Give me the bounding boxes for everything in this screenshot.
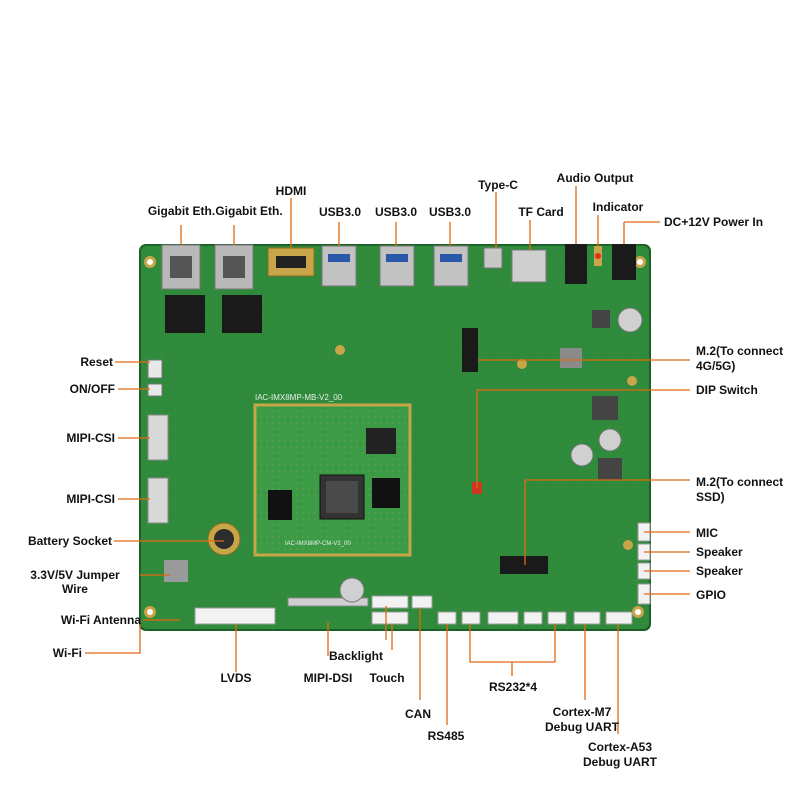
usb-port-2 xyxy=(379,245,415,287)
label-speaker-1: Speaker xyxy=(696,545,743,559)
label-mipi-csi-1: MIPI-CSI xyxy=(66,431,115,445)
onoff-button xyxy=(147,383,163,397)
label-cortex-a53-line-1: Cortex-A53 xyxy=(587,740,653,754)
label-usb-2: USB3.0 xyxy=(374,205,418,219)
som-silkscreen: IAC-IMX8MP-CM-V2_00 xyxy=(285,541,351,547)
label-can: CAN xyxy=(405,707,431,721)
pmic-chip xyxy=(366,428,396,454)
label-gpio: GPIO xyxy=(696,588,727,602)
indicator-led xyxy=(594,246,602,266)
m2-slot-4g5g xyxy=(462,328,478,372)
label-battery-socket: Battery Socket xyxy=(27,534,112,548)
tf-card-slot xyxy=(511,249,547,283)
board-silkscreen: IAC-IMX8MP-MB-V2_00 xyxy=(255,393,343,402)
audio-jack xyxy=(565,244,587,284)
hdmi-port xyxy=(267,247,315,277)
label-jumper-line-1: 3.3V/5V Jumper xyxy=(30,568,120,582)
reset-button xyxy=(147,359,163,379)
mipi-csi-connector-1 xyxy=(147,414,169,461)
label-wifi-antenna: Wi-Fi Antenna xyxy=(60,613,141,627)
label-usb-1: USB3.0 xyxy=(318,205,362,219)
jumper-wire xyxy=(164,560,188,582)
label-tf-card: TF Card xyxy=(518,205,564,219)
label-gigabit-eth-1: Gigabit Eth. xyxy=(147,204,216,218)
label-usb-3: USB3.0 xyxy=(428,205,472,219)
type-c-port xyxy=(483,247,503,269)
label-gigabit-eth-2: Gigabit Eth. xyxy=(215,204,283,218)
rs232-connector-2 xyxy=(487,611,519,625)
label-indicator: Indicator xyxy=(592,200,644,214)
can-connector xyxy=(411,595,433,609)
label-speaker-2: Speaker xyxy=(696,564,743,578)
label-dc-power: DC+12V Power In xyxy=(664,215,764,229)
label-cortex-m7-line-2: Debug UART xyxy=(545,720,619,734)
som-module: IAC-IMX8MP-CM-V2_00 xyxy=(253,403,412,557)
mipi-csi-connector-2 xyxy=(147,477,169,524)
label-rs232: RS232*4 xyxy=(488,680,538,694)
magnetics-2 xyxy=(222,295,262,333)
cortex-m7-uart-connector xyxy=(573,611,601,625)
label-m2-ssd-line-1: M.2(To connect xyxy=(696,475,784,489)
dc-jack xyxy=(612,244,636,280)
label-dip-switch: DIP Switch xyxy=(696,383,758,397)
callout-lines xyxy=(85,186,690,734)
rs232-connector-4 xyxy=(547,611,567,625)
rs232-connector-3 xyxy=(523,611,543,625)
label-cortex-m7-line-1: Cortex-M7 xyxy=(552,705,612,719)
label-hdmi: HDMI xyxy=(275,184,307,198)
label-jumper-line-2: Wire xyxy=(62,582,88,596)
mipi-dsi-connector xyxy=(287,597,369,607)
label-type-c: Type-C xyxy=(478,178,518,192)
label-m2-4g5g-line-2: 4G/5G) xyxy=(696,359,736,373)
emmc-chip xyxy=(372,478,400,508)
label-mipi-dsi: MIPI-DSI xyxy=(303,671,353,685)
lvds-connector xyxy=(194,607,276,625)
label-rs485: RS485 xyxy=(427,729,465,743)
memory-chip xyxy=(268,490,292,520)
magnetics-1 xyxy=(165,295,205,333)
label-mipi-csi-2: MIPI-CSI xyxy=(66,492,115,506)
label-onoff: ON/OFF xyxy=(69,382,115,396)
label-touch: Touch xyxy=(369,671,405,685)
ethernet-port-1 xyxy=(161,244,201,290)
label-reset: Reset xyxy=(80,355,113,369)
ethernet-port-2 xyxy=(214,244,254,290)
backlight-connector xyxy=(371,595,409,609)
touch-connector xyxy=(371,611,409,625)
label-backlight: Backlight xyxy=(328,649,383,663)
label-m2-ssd-line-2: SSD) xyxy=(696,490,725,504)
usb-port-1 xyxy=(321,245,357,287)
rs232-connector-1 xyxy=(461,611,481,625)
label-audio-output: Audio Output xyxy=(556,171,634,185)
rs485-connector xyxy=(437,611,457,625)
label-m2-4g5g-line-1: M.2(To connect xyxy=(696,344,784,358)
label-cortex-a53-line-2: Debug UART xyxy=(583,755,657,769)
m2-slot-ssd xyxy=(500,556,548,574)
label-lvds: LVDS xyxy=(220,671,252,685)
cortex-a53-uart-connector xyxy=(605,611,633,625)
label-mic: MIC xyxy=(696,526,718,540)
usb-port-3 xyxy=(433,245,469,287)
label-wifi: Wi-Fi xyxy=(52,646,82,660)
